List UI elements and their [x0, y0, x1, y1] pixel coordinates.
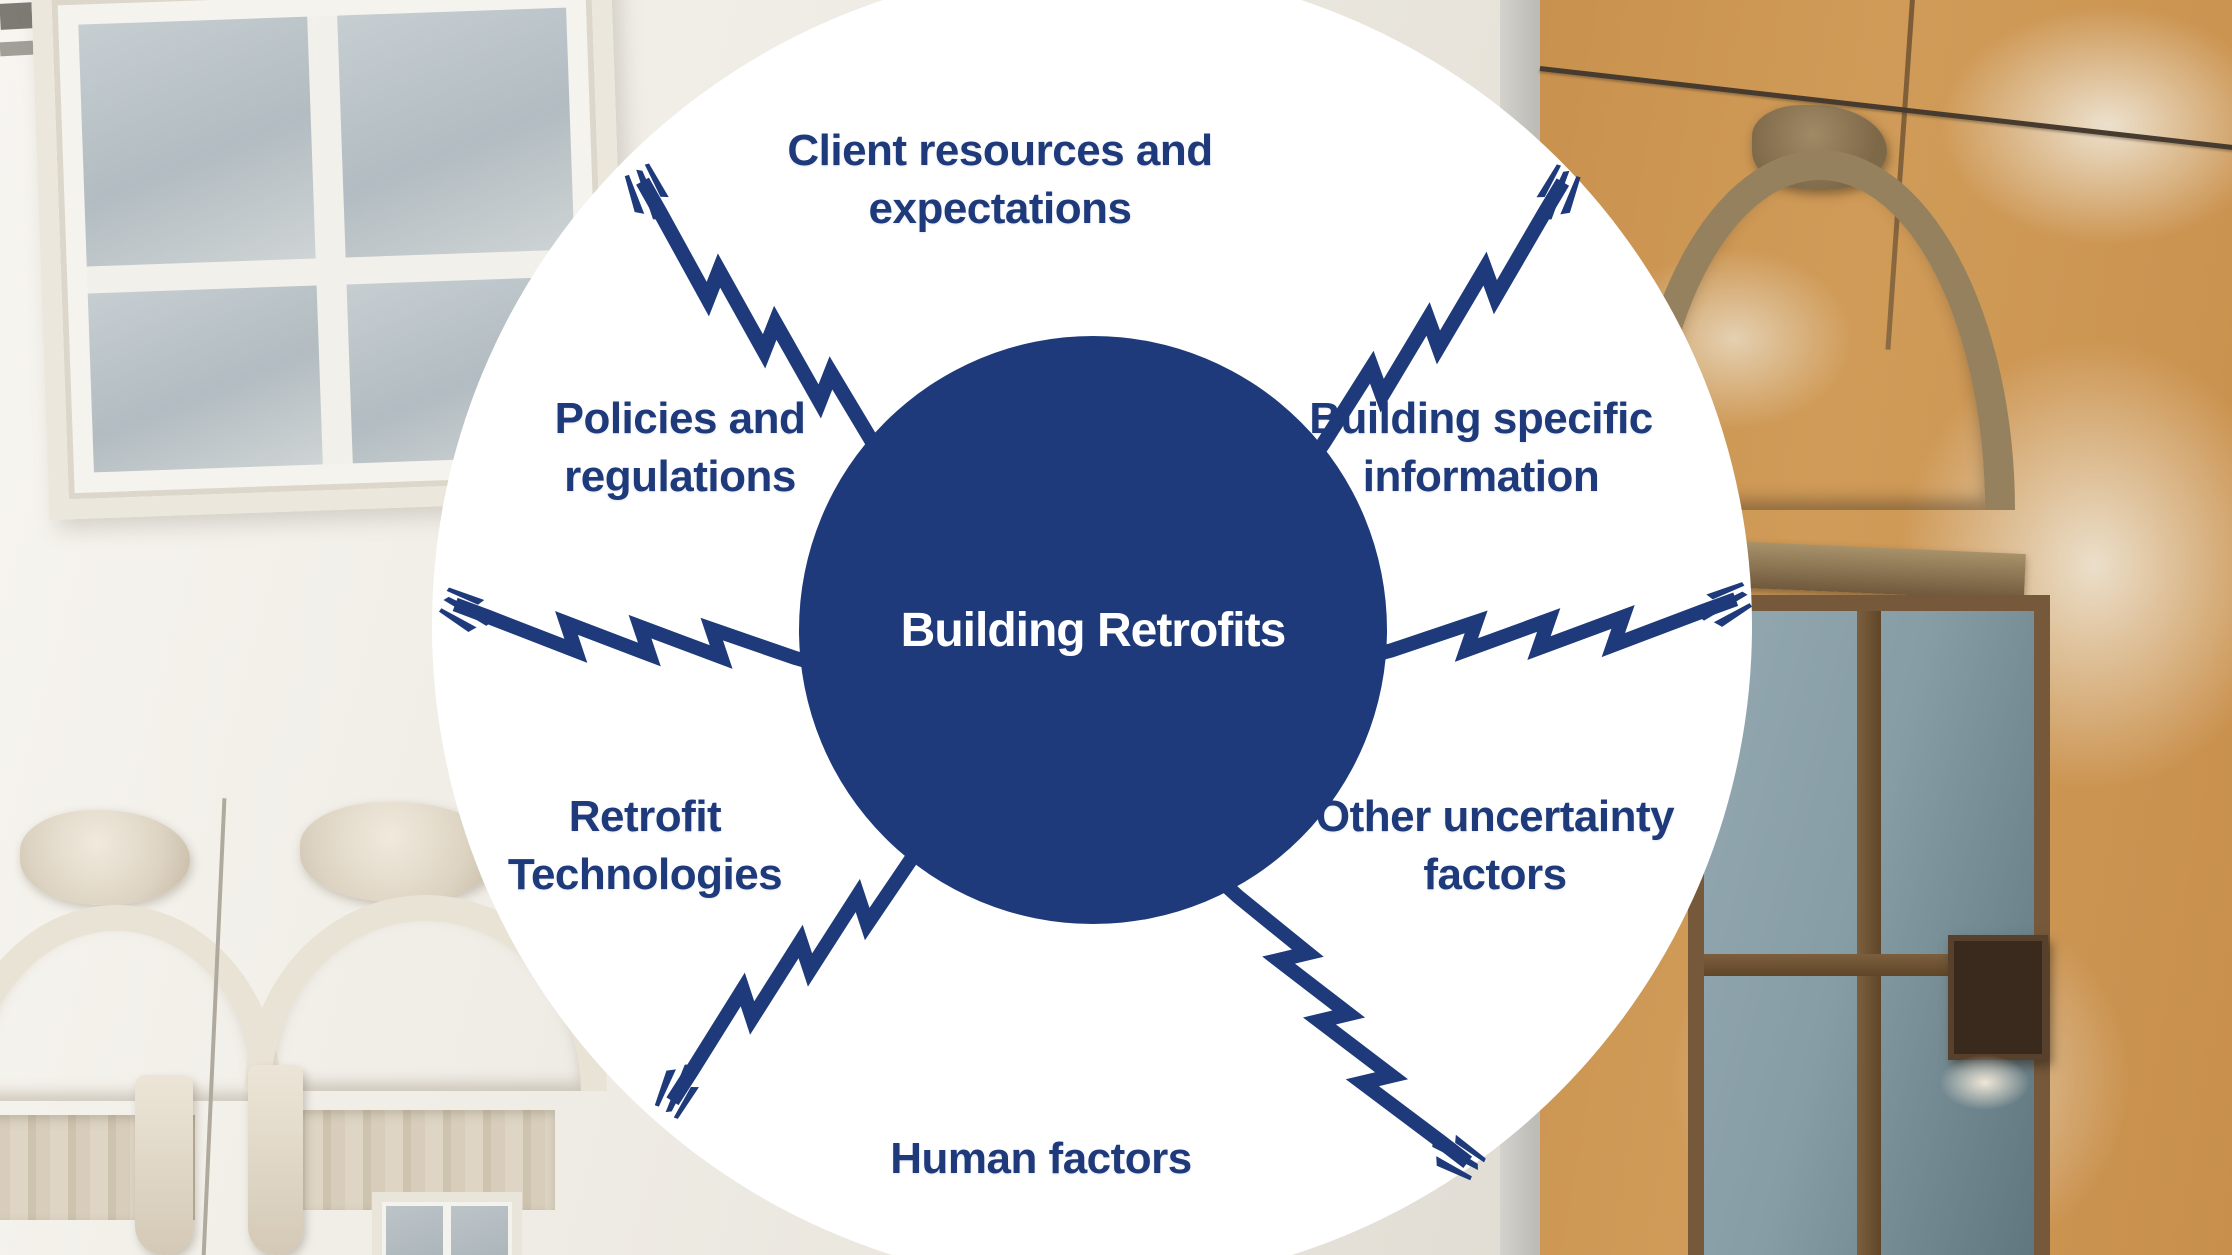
bg-left-pediment2-corbel: [248, 1065, 303, 1255]
factor-line: Building specific: [1309, 394, 1653, 443]
bolt-right: [1368, 581, 1754, 676]
diagram-center-circle: Building Retrofits: [799, 336, 1387, 924]
bg-left-pediment1-corbel: [135, 1075, 193, 1255]
factor-label-building-specific: Building specific information: [1231, 390, 1731, 506]
bg-right-wall-box: [1948, 935, 2048, 1060]
factor-line: factors: [1423, 850, 1567, 899]
center-label: Building Retrofits: [900, 603, 1287, 657]
factor-line: Human factors: [890, 1134, 1192, 1183]
factor-label-retrofit-technologies: Retrofit Technologies: [395, 788, 895, 904]
factor-line: Policies and: [554, 394, 806, 443]
factor-line: regulations: [564, 452, 796, 501]
bg-left-window-bottom: [372, 1192, 522, 1255]
factor-label-client-resources: Client resources and expectations: [700, 122, 1300, 238]
factor-line: Other uncertainty: [1315, 792, 1675, 841]
bg-right-window: [1688, 595, 2050, 1255]
factor-line: expectations: [868, 184, 1132, 233]
factor-label-policies: Policies and regulations: [430, 390, 930, 506]
bg-right-paint-drip: [1940, 1055, 2030, 1110]
bg-left-pediment1-crest: [20, 810, 190, 905]
factor-line: Technologies: [507, 850, 783, 899]
factor-label-other-uncertainty: Other uncertainty factors: [1245, 788, 1745, 904]
factor-label-human-factors: Human factors: [741, 1130, 1341, 1188]
bolt-left: [436, 587, 818, 685]
factor-line: Retrofit: [568, 792, 722, 841]
factor-line: Client resources and: [787, 126, 1213, 175]
factor-line: information: [1362, 452, 1600, 501]
